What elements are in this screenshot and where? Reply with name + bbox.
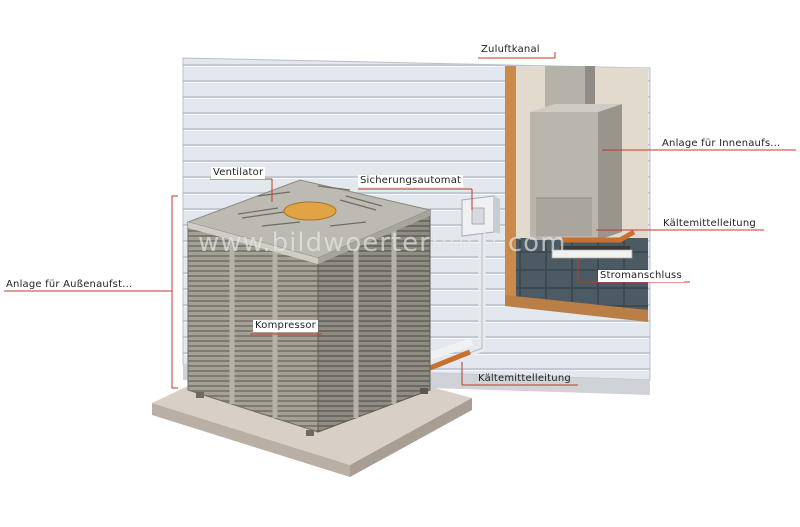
interior-cutaway: [505, 66, 648, 322]
label-refrigerant-line-outdoor: Kältemittelleitung: [478, 373, 571, 384]
label-compressor: Kompressor: [253, 320, 318, 332]
fan-hub: [283, 201, 337, 221]
label-circuit-breaker: Sicherungsautomat: [358, 175, 464, 187]
watermark-text: www.bildwoerterbuch.com: [198, 228, 567, 258]
label-indoor-unit: Anlage für Innenaufs...: [662, 138, 781, 149]
indoor-unit: [530, 104, 622, 240]
leader-lines: [4, 52, 796, 389]
fan-grille: [237, 185, 383, 227]
outdoor-unit-bracket: [171, 195, 178, 389]
outdoor-unit: [186, 179, 432, 436]
indoor-pipes: [551, 229, 636, 259]
label-supply-duct: Zuluftkanal: [481, 44, 540, 55]
circuit-breaker-box: [461, 195, 500, 237]
label-fan: Ventilator: [211, 167, 266, 179]
label-refrigerant-line-indoor: Kältemittelleitung: [663, 218, 756, 229]
label-power-connection: Stromanschluss: [598, 270, 684, 282]
label-outdoor-unit: Anlage für Außenaufst...: [6, 279, 133, 290]
